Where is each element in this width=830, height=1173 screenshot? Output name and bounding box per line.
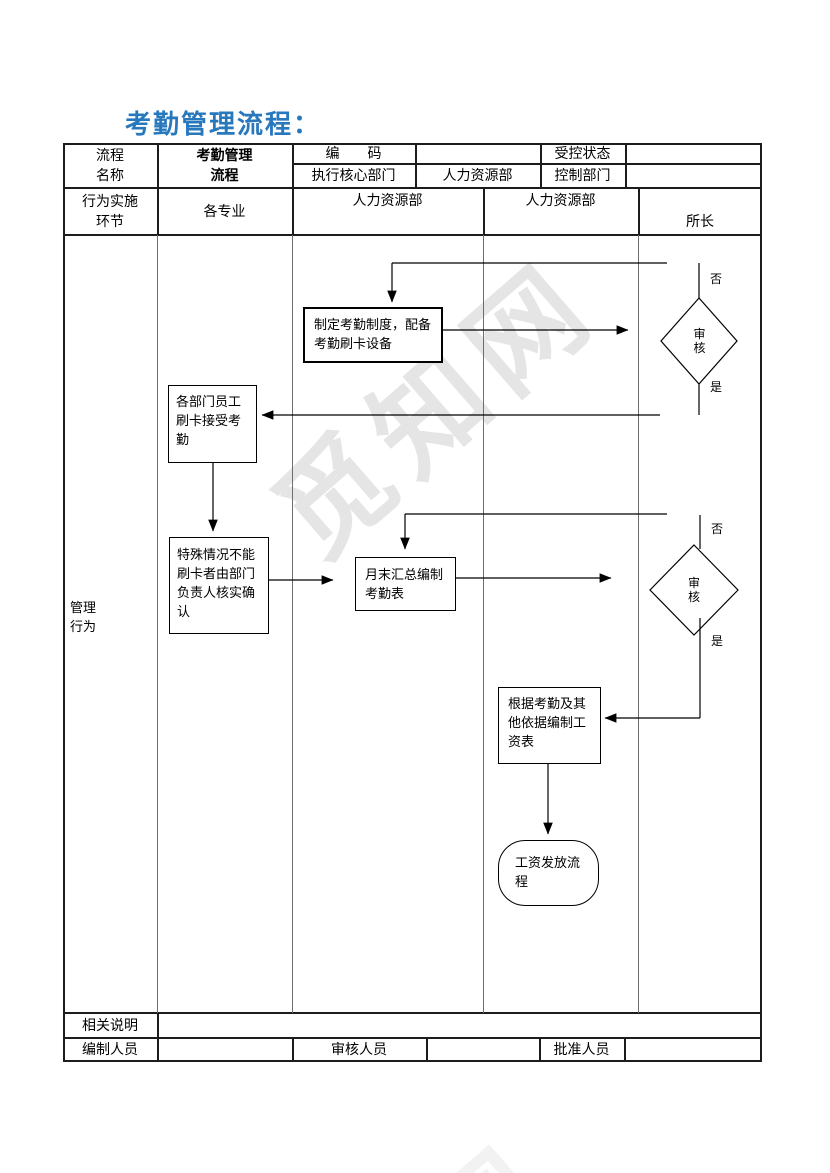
related-note-label: 相关说明 <box>82 1017 138 1034</box>
branch-label-yes-1: 是 <box>710 380 723 394</box>
grid-line <box>483 188 485 235</box>
process-box-make-payroll: 根据考勤及其 他依据编制工 资表 <box>498 687 601 764</box>
grid-line <box>292 1038 294 1062</box>
page-title: 考勤管理流程： <box>125 110 322 140</box>
lane-header-departments: 各专业 <box>203 203 246 220</box>
exec-core-dept-value: 人力资源部 <box>442 168 513 184</box>
lane-header-hr1: 人力资源部 <box>352 193 423 209</box>
grid-line <box>426 1038 428 1062</box>
decision-review1-label: 审 核 <box>693 327 706 355</box>
grid-line <box>540 143 542 188</box>
table-border-bottom <box>63 1060 762 1062</box>
table-border-right <box>760 143 762 1062</box>
row-label-management-behavior: 管理 行为 <box>70 601 97 635</box>
compiler-value <box>157 1038 292 1062</box>
code-label: 编 码 <box>325 145 382 162</box>
related-note-value <box>157 1013 762 1038</box>
grid-line <box>63 1012 762 1014</box>
exec-core-dept-label: 执行核心部门 <box>311 168 396 184</box>
grid-line <box>157 1013 159 1062</box>
branch-label-no-2: 否 <box>711 522 724 536</box>
behavior-step-label: 行为实施 环节 <box>82 193 138 230</box>
approver-value <box>624 1038 762 1062</box>
process-name-label: 流程 名称 <box>96 147 124 184</box>
process-box-make-rules: 制定考勤制度，配备 考勤刷卡设备 <box>303 307 443 363</box>
grid-line <box>624 1038 626 1062</box>
lane-header-hr2: 人力资源部 <box>525 193 596 209</box>
controlled-state-label: 受控状态 <box>554 145 611 162</box>
compiler-label: 编制人员 <box>82 1042 138 1058</box>
terminator-payout-process: 工资发放流 程 <box>498 840 599 906</box>
lane-divider <box>483 235 484 1013</box>
reviewer-label: 审核人员 <box>331 1042 387 1058</box>
table-border-top <box>63 143 762 145</box>
decision-review2-label: 审 核 <box>687 576 700 604</box>
branch-label-no-1: 否 <box>710 272 723 286</box>
control-dept-value <box>625 164 762 188</box>
grid-line <box>638 188 640 235</box>
decision-review-2 <box>649 544 739 636</box>
grid-line <box>63 1037 762 1039</box>
lane-header-director: 所长 <box>686 214 714 230</box>
table-border-left <box>63 143 65 1062</box>
process-box-special-case: 特殊情况不能 刷卡者由部门 负责人核实确 认 <box>169 537 269 634</box>
process-box-monthly-summary: 月末汇总编制 考勤表 <box>355 557 456 611</box>
grid-line <box>157 143 159 235</box>
control-dept-label: 控制部门 <box>554 168 611 184</box>
process-box-swipe-card: 各部门员工 刷卡接受考 勤 <box>168 385 257 463</box>
approver-label: 批准人员 <box>553 1042 610 1058</box>
reviewer-value <box>426 1038 539 1062</box>
grid-line <box>63 234 762 236</box>
controlled-state-value <box>625 143 762 164</box>
process-name-value: 考勤管理 流程 <box>196 147 253 184</box>
lane-divider <box>292 235 293 1013</box>
grid-line <box>625 143 627 188</box>
grid-line <box>292 163 762 165</box>
lane-divider <box>157 235 158 1013</box>
grid-line <box>539 1038 541 1062</box>
branch-label-yes-2: 是 <box>711 634 724 648</box>
code-value <box>415 143 540 164</box>
grid-line <box>63 187 762 189</box>
grid-line <box>292 143 294 235</box>
grid-line <box>415 143 417 188</box>
lane-divider <box>638 235 639 1013</box>
